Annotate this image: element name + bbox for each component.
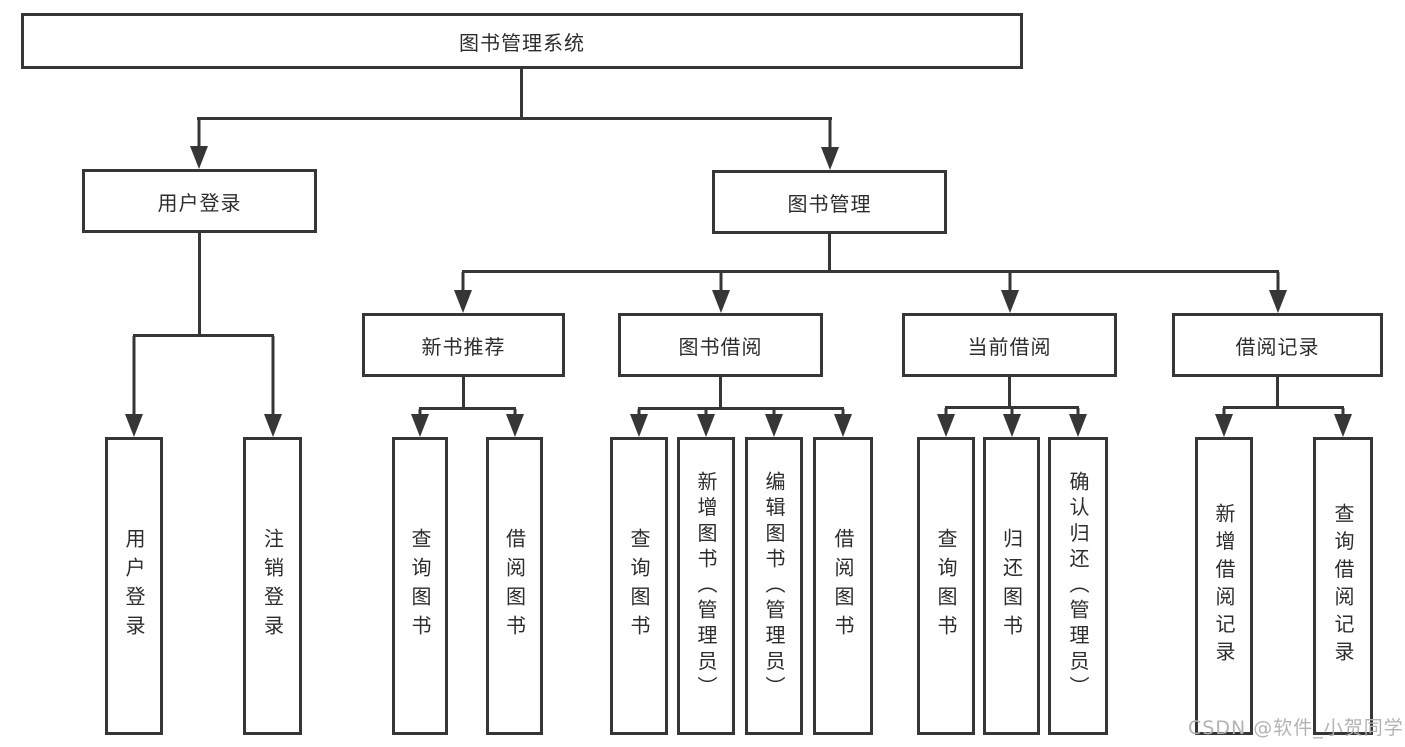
arrow-to-leaf-user-login: [125, 336, 143, 437]
leaf-bb-add-books-admin-label: 新增图书（管理员）: [694, 470, 718, 702]
arrow-to-cb-query: [937, 408, 955, 437]
arrow-to-new-book-recommend: [454, 272, 472, 313]
leaf-nbr-query-books-label: 查询图书: [408, 528, 432, 644]
leaf-cb-return-books: 归还图书: [983, 437, 1040, 735]
csdn-watermark: CSDN @软件_小贺同学: [1188, 717, 1404, 739]
leaf-cb-query-books-label: 查询图书: [934, 528, 958, 644]
connector-book-management-branch: [462, 270, 1279, 273]
arrow-to-br-add: [1215, 408, 1233, 437]
node-new-book-recommend-label: 新书推荐: [421, 334, 506, 359]
connector-bb-stem: [719, 377, 722, 410]
arrow-to-current-borrowing: [1001, 272, 1019, 313]
connector-br-stem: [1276, 377, 1279, 409]
arrow-to-book-management: [821, 118, 839, 170]
connector-user-login-branch: [133, 334, 274, 337]
leaf-bb-query-books: 查询图书: [610, 437, 668, 735]
arrow-to-br-query: [1334, 408, 1352, 437]
arrow-to-nbr-borrow: [506, 409, 524, 437]
arrow-to-bb-edit: [765, 409, 783, 437]
node-borrowing-records-label: 借阅记录: [1235, 334, 1320, 359]
leaf-bb-query-books-label: 查询图书: [627, 528, 651, 644]
leaf-br-add-record: 新增借阅记录: [1195, 437, 1253, 735]
node-current-borrowing-label: 当前借阅: [967, 334, 1052, 359]
leaf-bb-edit-books-admin-label: 编辑图书（管理员）: [762, 470, 786, 702]
node-book-management-label: 图书管理: [787, 191, 872, 216]
node-book-management: 图书管理: [712, 170, 947, 234]
connector-book-management-stem: [828, 234, 831, 273]
leaf-nbr-query-books: 查询图书: [392, 437, 448, 735]
connector-nbr-stem: [462, 377, 465, 410]
leaf-bb-borrow-books: 借阅图书: [813, 437, 873, 735]
arrow-to-cb-confirm: [1069, 408, 1087, 437]
leaf-br-add-record-label: 新增借阅记录: [1212, 503, 1236, 669]
arrow-to-bb-add: [697, 409, 715, 437]
leaf-cb-confirm-return-admin: 确认归还（管理员）: [1048, 437, 1108, 735]
node-user-login-label: 用户登录: [157, 190, 242, 215]
node-root-label: 图书管理系统: [459, 30, 585, 55]
node-book-borrowing: 图书借阅: [618, 313, 823, 377]
arrow-to-cb-return: [1003, 408, 1021, 437]
connector-root-stem: [520, 69, 523, 118]
connector-cb-stem: [1008, 377, 1011, 409]
node-borrowing-records: 借阅记录: [1172, 313, 1383, 377]
node-root: 图书管理系统: [21, 13, 1023, 69]
leaf-bb-borrow-books-label: 借阅图书: [831, 528, 855, 644]
leaf-nbr-borrow-books-label: 借阅图书: [502, 528, 527, 644]
leaf-cb-confirm-return-admin-label: 确认归还（管理员）: [1066, 470, 1090, 702]
leaf-cb-query-books: 查询图书: [917, 437, 975, 735]
connector-nbr-branch: [419, 407, 516, 410]
leaf-br-query-record-label: 查询借阅记录: [1331, 503, 1355, 669]
leaf-logout-label: 注销登录: [260, 528, 285, 644]
arrow-to-book-borrowing: [712, 272, 730, 313]
arrow-to-borrowing-records: [1269, 272, 1287, 313]
node-user-login: 用户登录: [82, 169, 317, 233]
node-book-borrowing-label: 图书借阅: [678, 334, 763, 359]
leaf-user-login: 用户登录: [105, 437, 163, 735]
node-current-borrowing: 当前借阅: [902, 313, 1117, 377]
arrow-to-leaf-logout: [264, 336, 282, 437]
leaf-nbr-borrow-books: 借阅图书: [486, 437, 543, 735]
arrow-to-user-login: [190, 118, 208, 169]
connector-bb-branch: [638, 407, 844, 410]
leaf-bb-edit-books-admin: 编辑图书（管理员）: [745, 437, 803, 735]
connector-root-branch: [197, 117, 832, 120]
connector-br-branch: [1223, 406, 1344, 409]
arrow-to-nbr-query: [411, 409, 429, 437]
connector-user-login-stem: [198, 233, 201, 337]
arrow-to-bb-query: [630, 409, 648, 437]
arrow-to-bb-borrow: [834, 409, 852, 437]
leaf-logout: 注销登录: [243, 437, 302, 735]
leaf-bb-add-books-admin: 新增图书（管理员）: [677, 437, 735, 735]
leaf-user-login-label: 用户登录: [122, 528, 146, 644]
leaf-cb-return-books-label: 归还图书: [999, 528, 1024, 644]
node-new-book-recommend: 新书推荐: [362, 313, 565, 377]
leaf-br-query-record: 查询借阅记录: [1313, 437, 1373, 735]
